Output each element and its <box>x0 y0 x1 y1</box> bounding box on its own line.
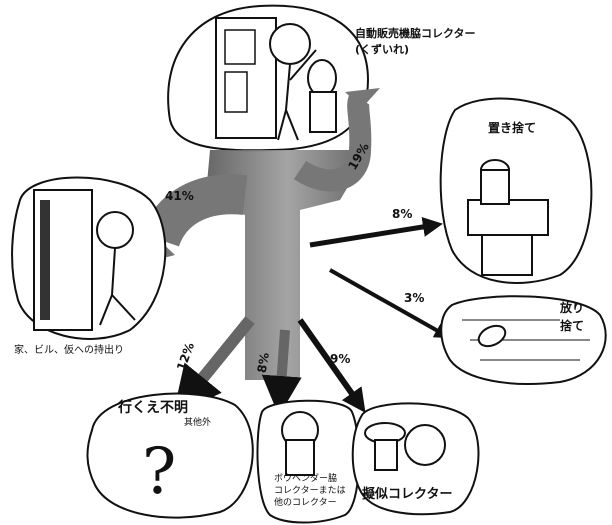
label-pseudo: 擬似コレクター <box>362 487 453 502</box>
unknown-bubble: ? <box>86 392 254 519</box>
can-icon <box>477 324 507 348</box>
label-vendor-line3: 他のコレクター <box>274 498 337 508</box>
flow-vendor <box>261 329 302 416</box>
home-bubble <box>11 176 167 340</box>
label-unknown: 行くえ不明 <box>118 400 188 416</box>
flow-leave <box>309 217 443 248</box>
source-label-line1: 自動販売機脇コレクター <box>355 27 476 40</box>
flow-throw <box>329 268 451 339</box>
source-label-line2: (くずいれ) <box>355 43 410 56</box>
percent-pseudo: 9% <box>330 352 351 366</box>
source-bubble <box>167 4 370 152</box>
percent-home: 41% <box>165 189 194 203</box>
label-throw-line2: 捨て <box>560 319 585 333</box>
question-mark-icon: ? <box>142 435 176 509</box>
trash-bin-icon <box>307 59 337 97</box>
pseudo-bubble <box>351 402 480 516</box>
flow-recycle <box>293 91 372 192</box>
label-vendor-line1: ボウベンダー脇 <box>274 474 338 484</box>
label-home: 家、ビル、仮への持出り <box>14 345 124 356</box>
pseudo-bin-icon <box>404 424 446 466</box>
percent-throw: 3% <box>404 291 425 305</box>
flow-pseudo <box>297 318 366 413</box>
sublabel-unknown: 其他外 <box>184 418 212 428</box>
label-throw-line1: 放り <box>560 301 585 315</box>
vendor-bubble <box>256 399 360 524</box>
throw-bubble <box>440 295 607 385</box>
leave-bubble <box>439 97 593 284</box>
label-leave: 置き捨て <box>488 121 537 135</box>
percent-leave: 8% <box>392 207 413 221</box>
vending-machine-icon <box>215 17 277 139</box>
label-vendor-line2: コレクターまたは <box>274 486 346 496</box>
person-icon <box>269 23 311 65</box>
flow-unknown <box>172 316 255 415</box>
person-icon <box>96 211 134 249</box>
